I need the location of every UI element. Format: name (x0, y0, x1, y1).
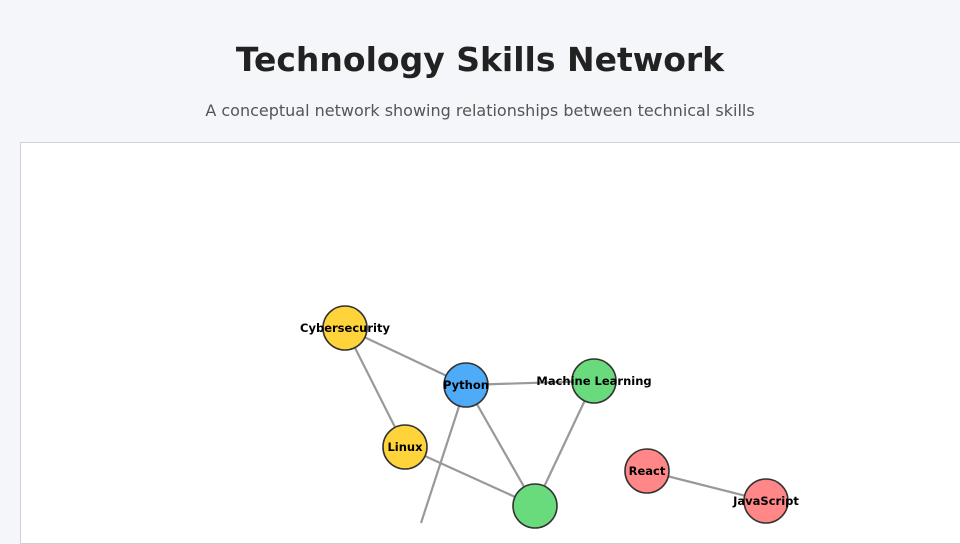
node-cyber[interactable]: Cybersecurity (300, 305, 390, 351)
node-label: Python (443, 378, 489, 392)
node-label: Cybersecurity (300, 321, 390, 335)
node-label: JavaScript (732, 494, 799, 508)
node-circle[interactable] (443, 362, 489, 408)
edge-linux-hidden (404, 445, 536, 508)
node-hidden[interactable] (512, 483, 558, 529)
node-circle[interactable] (382, 424, 428, 470)
node-ml[interactable]: Machine Learning (536, 358, 652, 404)
page-title: Technology Skills Network (235, 40, 725, 79)
node-js[interactable]: JavaScript (732, 478, 799, 524)
node-circle[interactable] (322, 305, 368, 351)
edge-ml-hidden (534, 380, 595, 507)
page-subtitle: A conceptual network showing relationshi… (205, 101, 755, 120)
node-react[interactable]: React (624, 448, 670, 494)
node-python[interactable]: Python (443, 362, 489, 408)
node-linux[interactable]: Linux (382, 424, 428, 470)
edge-python-hidden (465, 384, 536, 507)
node-circle[interactable] (571, 358, 617, 404)
node-label: Machine Learning (536, 374, 651, 388)
node-label: Linux (387, 440, 423, 454)
node-circle[interactable] (512, 483, 558, 529)
node-circle[interactable] (624, 448, 670, 494)
node-label: React (629, 464, 666, 478)
